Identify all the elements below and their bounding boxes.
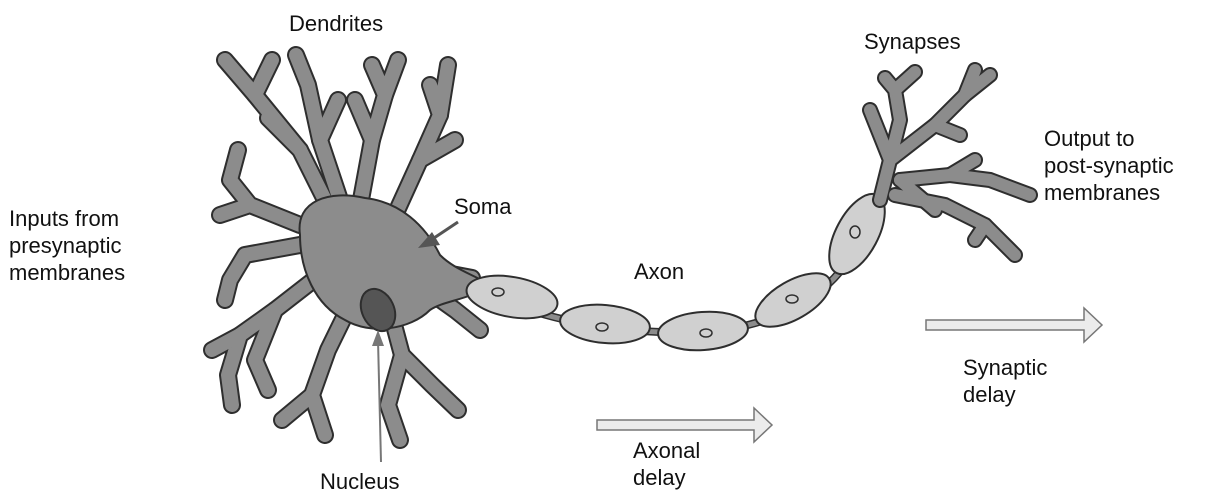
label-axon: Axon	[634, 258, 684, 285]
label-axonal-delay: Axonal delay	[633, 437, 700, 491]
label-nucleus: Nucleus	[320, 468, 399, 495]
label-synaptic-delay: Synaptic delay	[963, 354, 1047, 408]
synaptic-delay-arrow	[926, 308, 1102, 342]
label-inputs-line-2: presynaptic	[9, 232, 125, 259]
synaptic-terminals	[870, 70, 1030, 255]
label-inputs: Inputs from presynaptic membranes	[9, 205, 125, 286]
label-output: Output to post-synaptic membranes	[1044, 125, 1174, 206]
label-inputs-line-3: membranes	[9, 259, 125, 286]
label-axonal-delay-line-2: delay	[633, 464, 700, 491]
label-synapses: Synapses	[864, 28, 961, 55]
label-output-line-2: post-synaptic	[1044, 152, 1174, 179]
label-synaptic-delay-line-1: Synaptic	[963, 354, 1047, 381]
label-inputs-line-1: Inputs from	[9, 205, 125, 232]
label-dendrites: Dendrites	[289, 10, 383, 37]
label-axonal-delay-line-1: Axonal	[633, 437, 700, 464]
label-output-line-1: Output to	[1044, 125, 1174, 152]
label-synaptic-delay-line-2: delay	[963, 381, 1047, 408]
label-soma: Soma	[454, 193, 511, 220]
label-output-line-3: membranes	[1044, 179, 1174, 206]
